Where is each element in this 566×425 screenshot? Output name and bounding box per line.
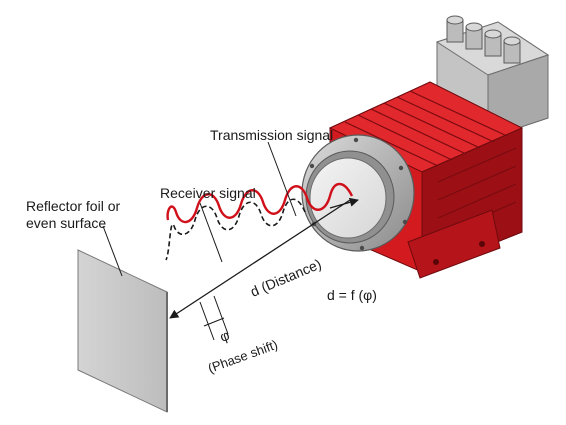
distance-label: d (Distance) [248,256,324,300]
receiver-leader-line [199,202,223,263]
transmission-signal-label: Transmission signal [210,127,333,143]
receiver-signal-wave [165,198,306,261]
transmission-leader-line [267,141,297,217]
distance-arrow [169,199,351,319]
signal-waves [165,182,354,261]
reflector-panel [77,249,168,413]
phase-shift-marker [199,295,229,341]
laser-distance-sensor-illustration [301,15,550,279]
reflector-label-line2: even surface [26,215,106,231]
reflector-leader-line [102,225,123,277]
receiver-signal-label: Receiver signal [160,185,256,201]
transmission-signal-wave [166,182,354,224]
phi-label: φ [218,327,232,345]
phase-shift-label: (Phase shift) [206,337,280,376]
reflector-label-line1: Reflector foil or [26,198,120,214]
connector-gland-icon [446,15,521,64]
formula-label: d = f (φ) [327,287,377,303]
